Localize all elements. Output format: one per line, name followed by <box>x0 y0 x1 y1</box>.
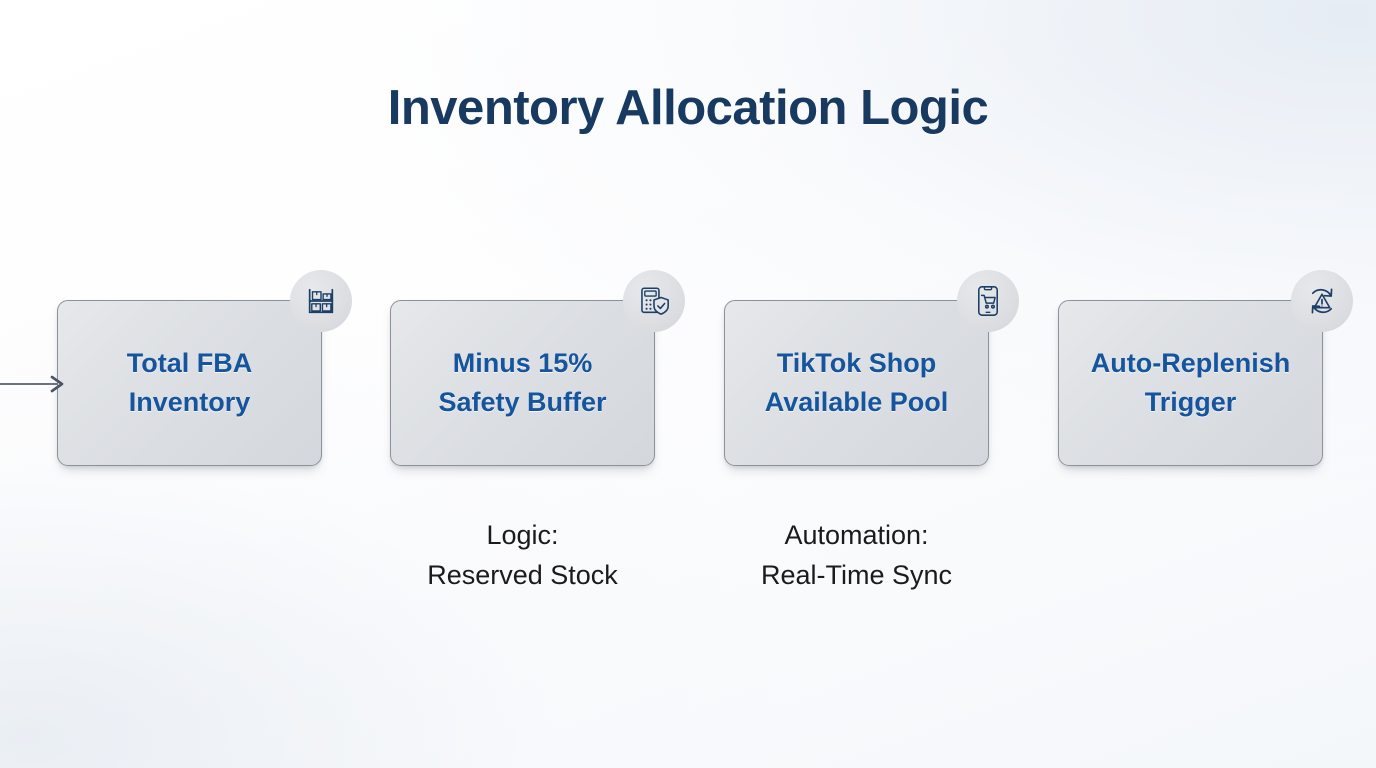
flow-node-label: TikTok Shop Available Pool <box>764 347 949 417</box>
flow-node-minus-safety-buffer[interactable]: Minus 15% Safety Buffer <box>390 270 685 466</box>
flow-node-label: Auto-Replenish Trigger <box>1090 347 1291 417</box>
flow-node-tiktok-shop-available-pool[interactable]: TikTok Shop Available Pool <box>724 270 1019 466</box>
flow-node-total-fba-inventory[interactable]: Total FBA Inventory <box>57 270 352 466</box>
warehouse-shelf-boxes-icon <box>290 270 352 332</box>
connector-arrow-3 <box>0 375 69 393</box>
flow-node-label: Total FBA Inventory <box>126 347 253 417</box>
calculator-shield-check-icon <box>623 270 685 332</box>
logic-caption: Logic: Reserved Stock <box>427 520 618 590</box>
flow-node-auto-replenish-trigger[interactable]: Auto-Replenish Trigger <box>1058 270 1353 466</box>
automation-caption: Automation: Real-Time Sync <box>760 520 953 590</box>
mobile-shopping-cart-icon <box>957 270 1019 332</box>
page-title: Inventory Allocation Logic <box>387 81 989 135</box>
flow-diagram: Total FBA Inventory <box>0 270 1376 468</box>
refresh-warning-icon <box>1291 270 1353 332</box>
flow-node-label: Minus 15% Safety Buffer <box>438 347 607 417</box>
